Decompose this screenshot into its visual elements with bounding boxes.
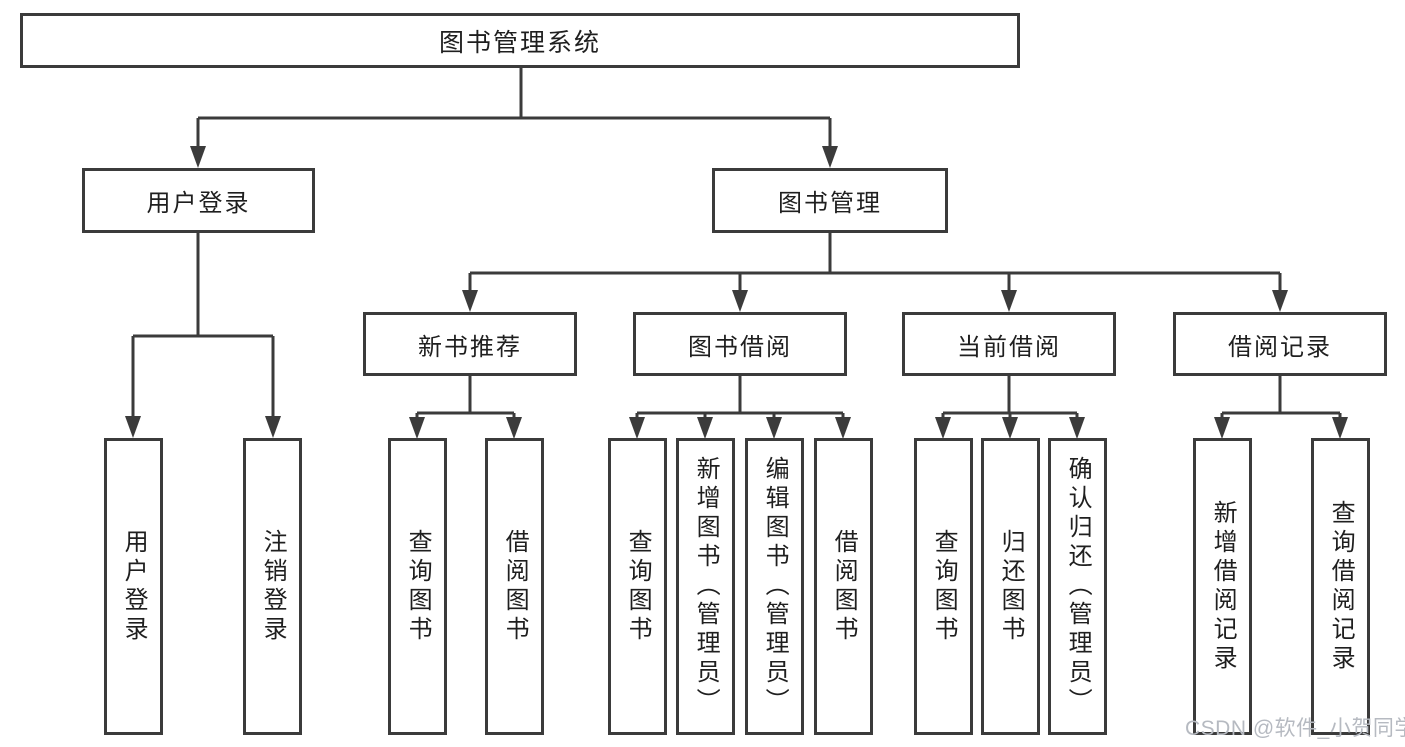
leaf-borrow-book-label: 借阅图书 (830, 528, 858, 645)
node-user-login-label: 用户登录 (146, 190, 251, 217)
leaf-edit-book-admin-label: 编辑图书（管理员） (761, 456, 789, 717)
leaf-logout-label: 注销登录 (259, 528, 287, 645)
node-book-management: 图书管理 (712, 168, 948, 233)
leaf-confirm-return-admin-label: 确认归还（管理员） (1064, 456, 1092, 717)
leaf-add-book-admin: 新增图书（管理员） (676, 438, 735, 735)
node-root-label: 图书管理系统 (438, 28, 601, 57)
node-book-borrow: 图书借阅 (633, 312, 847, 376)
leaf-query-borrow-record-label: 查询借阅记录 (1327, 499, 1355, 674)
csdn-watermark: CSDN @软件_小贺同学 (1185, 717, 1405, 740)
leaf-newrec-borrow-book: 借阅图书 (485, 438, 544, 735)
leaf-user-login: 用户登录 (104, 438, 163, 735)
leaf-add-borrow-record: 新增借阅记录 (1193, 438, 1252, 735)
node-new-book-recommend: 新书推荐 (363, 312, 577, 376)
leaf-add-book-admin-label: 新增图书（管理员） (692, 456, 720, 717)
node-book-management-label: 图书管理 (778, 190, 882, 217)
node-new-book-recommend-label: 新书推荐 (418, 333, 522, 361)
node-borrow-record: 借阅记录 (1173, 312, 1387, 376)
leaf-return-book: 归还图书 (981, 438, 1040, 735)
leaf-return-book-label: 归还图书 (997, 528, 1025, 645)
node-book-borrow-label: 图书借阅 (688, 333, 792, 361)
leaf-current-query-book: 查询图书 (914, 438, 973, 735)
leaf-current-query-book-label: 查询图书 (930, 528, 958, 645)
leaf-borrow-query-book: 查询图书 (608, 438, 667, 735)
leaf-user-login-label: 用户登录 (120, 528, 148, 645)
node-user-login: 用户登录 (82, 168, 315, 233)
node-current-borrow: 当前借阅 (902, 312, 1116, 376)
node-root: 图书管理系统 (20, 13, 1020, 68)
leaf-newrec-borrow-book-label: 借阅图书 (501, 528, 529, 645)
leaf-edit-book-admin: 编辑图书（管理员） (745, 438, 804, 735)
node-borrow-record-label: 借阅记录 (1228, 333, 1332, 361)
leaf-add-borrow-record-label: 新增借阅记录 (1209, 499, 1237, 674)
leaf-logout: 注销登录 (243, 438, 302, 735)
leaf-query-borrow-record: 查询借阅记录 (1311, 438, 1370, 735)
node-current-borrow-label: 当前借阅 (957, 333, 1061, 361)
arrowheads (125, 146, 1348, 439)
leaf-confirm-return-admin: 确认归还（管理员） (1048, 438, 1107, 735)
leaf-borrow-query-book-label: 查询图书 (624, 528, 652, 645)
leaf-newrec-query-book: 查询图书 (388, 438, 447, 735)
leaf-newrec-query-book-label: 查询图书 (404, 528, 432, 645)
leaf-borrow-book: 借阅图书 (814, 438, 873, 735)
